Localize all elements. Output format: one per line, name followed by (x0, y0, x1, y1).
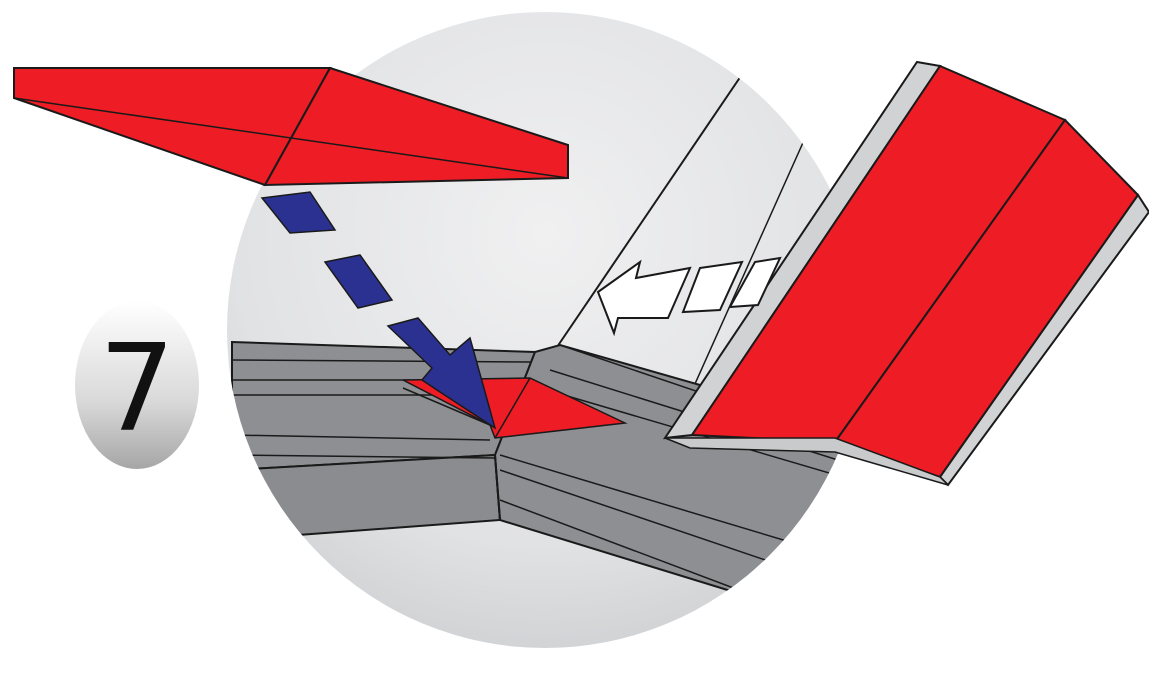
step-number: 7 (99, 320, 175, 459)
step-badge: 7 (75, 301, 199, 469)
